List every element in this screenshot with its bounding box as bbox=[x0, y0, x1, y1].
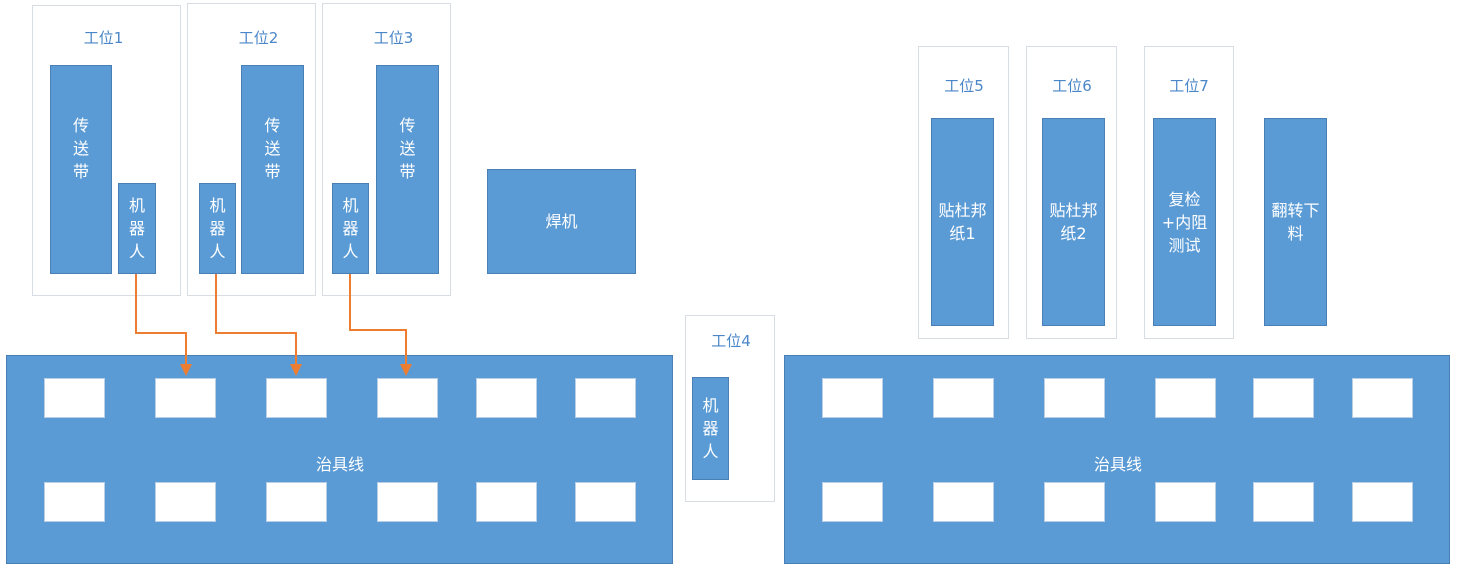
station-2-robot-label: 机器人 bbox=[209, 196, 226, 261]
station-3-conveyor: 传送带 bbox=[376, 65, 439, 274]
fixture-slot bbox=[1044, 482, 1105, 522]
station-7-machine-label: 复检+内阻测试 bbox=[1161, 189, 1208, 255]
station-1-robot-label: 机器人 bbox=[128, 196, 145, 261]
fixture-line-right bbox=[784, 355, 1450, 564]
fixture-slot bbox=[575, 378, 636, 418]
station-2-conveyor-label: 传送带 bbox=[264, 116, 281, 181]
fixture-slot bbox=[266, 378, 327, 418]
station-4-robot: 机器人 bbox=[692, 377, 729, 480]
fixture-slot bbox=[1155, 482, 1216, 522]
fixture-slot bbox=[1155, 378, 1216, 418]
station-1-robot: 机器人 bbox=[118, 183, 156, 274]
fixture-line-right-label: 治具线 bbox=[1094, 455, 1143, 474]
station-7-label: 工位7 bbox=[1169, 77, 1209, 95]
fixture-slot bbox=[933, 378, 994, 418]
connector-robot-2 bbox=[215, 274, 297, 366]
station-5-machine-label: 贴杜邦纸1 bbox=[938, 201, 987, 243]
station-4-robot-label: 机器人 bbox=[702, 396, 719, 461]
fixture-line-left-label: 治具线 bbox=[316, 455, 365, 474]
fixture-slot bbox=[933, 482, 994, 522]
fixture-slot bbox=[1253, 482, 1314, 522]
fixture-slot bbox=[1352, 378, 1413, 418]
station-7-machine: 复检+内阻测试 bbox=[1153, 118, 1216, 326]
station-6-machine: 贴杜邦纸2 bbox=[1042, 118, 1105, 326]
station-2-label: 工位2 bbox=[238, 29, 279, 47]
station-4-label: 工位4 bbox=[711, 332, 751, 350]
fixture-slot bbox=[476, 378, 537, 418]
fixture-slot bbox=[822, 378, 883, 418]
fixture-slot bbox=[266, 482, 327, 522]
station-5-label: 工位5 bbox=[944, 77, 984, 95]
station-6-label: 工位6 bbox=[1052, 77, 1092, 95]
station-3-conveyor-label: 传送带 bbox=[399, 116, 416, 181]
fixture-slot bbox=[377, 378, 438, 418]
connector-robot-1 bbox=[135, 274, 187, 366]
fixture-slot bbox=[155, 378, 216, 418]
fixture-slot bbox=[155, 482, 216, 522]
flip-unload-block: 翻转下料 bbox=[1264, 118, 1327, 326]
fixture-slot bbox=[822, 482, 883, 522]
station-2-conveyor: 传送带 bbox=[241, 65, 304, 274]
arrowhead-2 bbox=[290, 364, 302, 376]
connector-robot-3 bbox=[349, 274, 407, 366]
fixture-slot bbox=[575, 482, 636, 522]
station-5-machine: 贴杜邦纸1 bbox=[931, 118, 994, 326]
welder-block: 焊机 bbox=[487, 169, 636, 274]
welder-label: 焊机 bbox=[545, 212, 578, 231]
fixture-slot bbox=[1253, 378, 1314, 418]
fixture-slot bbox=[44, 378, 105, 418]
station-3-label: 工位3 bbox=[373, 29, 414, 47]
fixture-slot bbox=[44, 482, 105, 522]
fixture-slot bbox=[476, 482, 537, 522]
station-1-conveyor: 传送带 bbox=[50, 65, 112, 274]
flip-unload-label: 翻转下料 bbox=[1271, 201, 1320, 243]
fixture-slot bbox=[377, 482, 438, 522]
station-6-machine-label: 贴杜邦纸2 bbox=[1049, 201, 1098, 243]
station-3-robot: 机器人 bbox=[332, 183, 369, 274]
arrowhead-1 bbox=[180, 364, 192, 376]
station-3-robot-label: 机器人 bbox=[342, 196, 359, 261]
station-2-robot: 机器人 bbox=[199, 183, 236, 274]
fixture-slot bbox=[1044, 378, 1105, 418]
arrowhead-3 bbox=[400, 364, 412, 376]
station-1-label: 工位1 bbox=[83, 29, 124, 47]
fixture-line-left bbox=[6, 355, 673, 564]
fixture-slot bbox=[1352, 482, 1413, 522]
station-1-conveyor-label: 传送带 bbox=[72, 116, 89, 181]
